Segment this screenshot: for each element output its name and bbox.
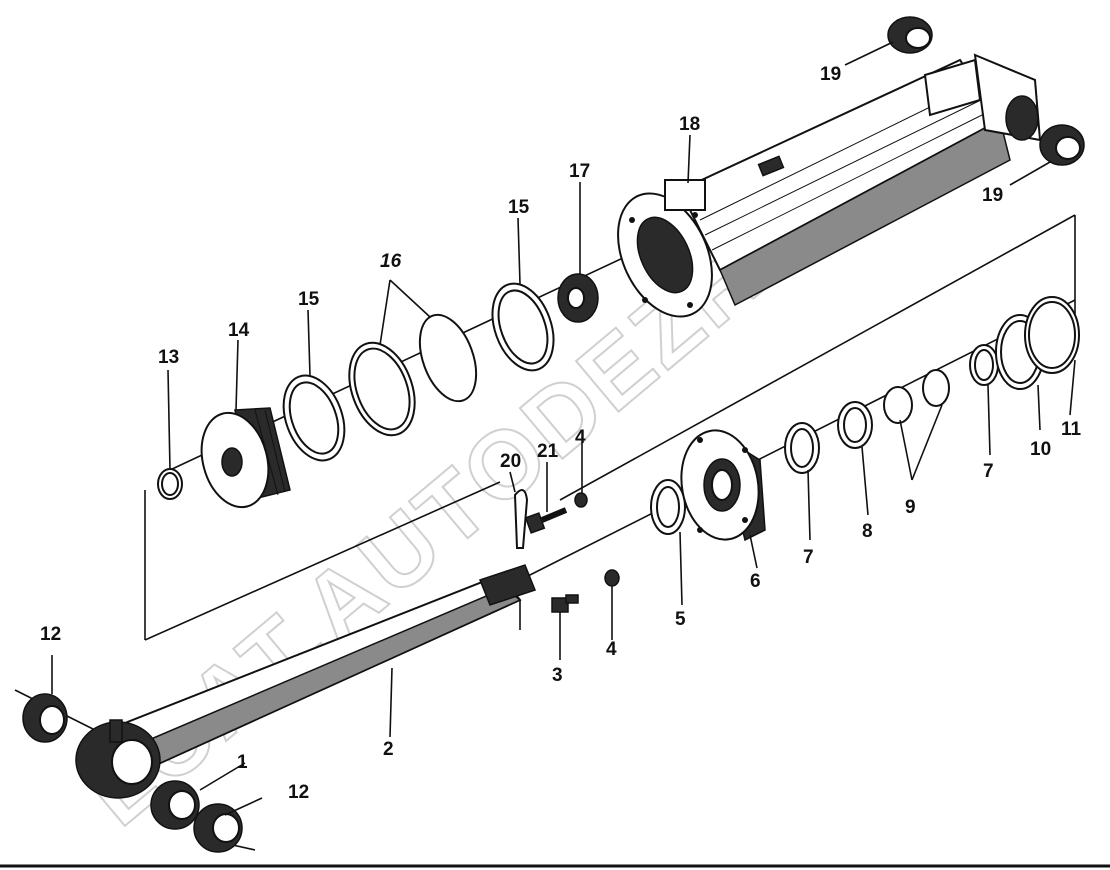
washer-4-upper [574,492,588,508]
o-ring-13 [157,468,183,500]
callout-6: 6 [750,571,761,592]
callout-10: 10 [1030,439,1051,460]
leader-lines [51,41,1076,816]
callout-2: 2 [383,739,394,760]
callout-15-upper: 15 [508,197,530,218]
callout-4-upper: 4 [575,427,586,448]
callout-9: 9 [905,497,916,518]
callout-3: 3 [552,665,563,686]
ring-9-b [922,369,950,407]
ring-15-upper [491,282,555,372]
ring-8 [837,401,873,449]
piston-rod [75,564,536,799]
callout-15-lower: 15 [298,289,320,310]
callout-8: 8 [862,521,873,542]
ring-7-upper [969,344,999,386]
ring-7-lower [784,422,820,474]
callout-17: 17 [569,161,590,182]
callout-13: 13 [158,347,179,368]
callout-11: 11 [1061,419,1082,440]
callout-12-bottom: 12 [288,782,309,803]
callout-14: 14 [228,320,250,341]
bushing-top [887,16,933,54]
callout-19-top: 19 [820,64,841,85]
callout-7-upper: 7 [983,461,994,482]
callout-5: 5 [675,609,686,630]
callout-20: 20 [500,451,521,472]
bushing-12-bottom [193,803,243,853]
callout-7-lower: 7 [803,547,814,568]
cylinder-head [680,429,766,542]
callout-1: 1 [237,752,248,773]
ring-16-inner [348,341,416,437]
ring-15-lower [282,374,346,462]
ring-11 [1024,296,1080,374]
piston [200,407,291,509]
callout-labels: 1 2 3 4 4 5 6 7 7 8 9 10 11 12 12 13 14 … [40,64,1082,803]
bushing-right [1039,124,1085,166]
ring-16-outer [418,313,478,403]
ring-9-a [883,386,913,424]
callout-4-lower: 4 [606,639,617,660]
callout-12-left: 12 [40,624,61,645]
callout-16: 16 [380,251,402,272]
cylinder-barrel [617,53,1042,318]
piston-nut [557,273,599,323]
cotter-pin [513,489,529,549]
bolt-21 [524,507,568,534]
callout-18: 18 [679,114,700,135]
washer-4-lower [604,569,620,587]
bushing-12-left [22,693,68,743]
callout-19-right: 19 [982,185,1003,206]
bushing-1 [150,780,200,830]
seal-5 [650,479,686,535]
callout-21: 21 [537,441,559,462]
bolt-3 [551,594,579,613]
